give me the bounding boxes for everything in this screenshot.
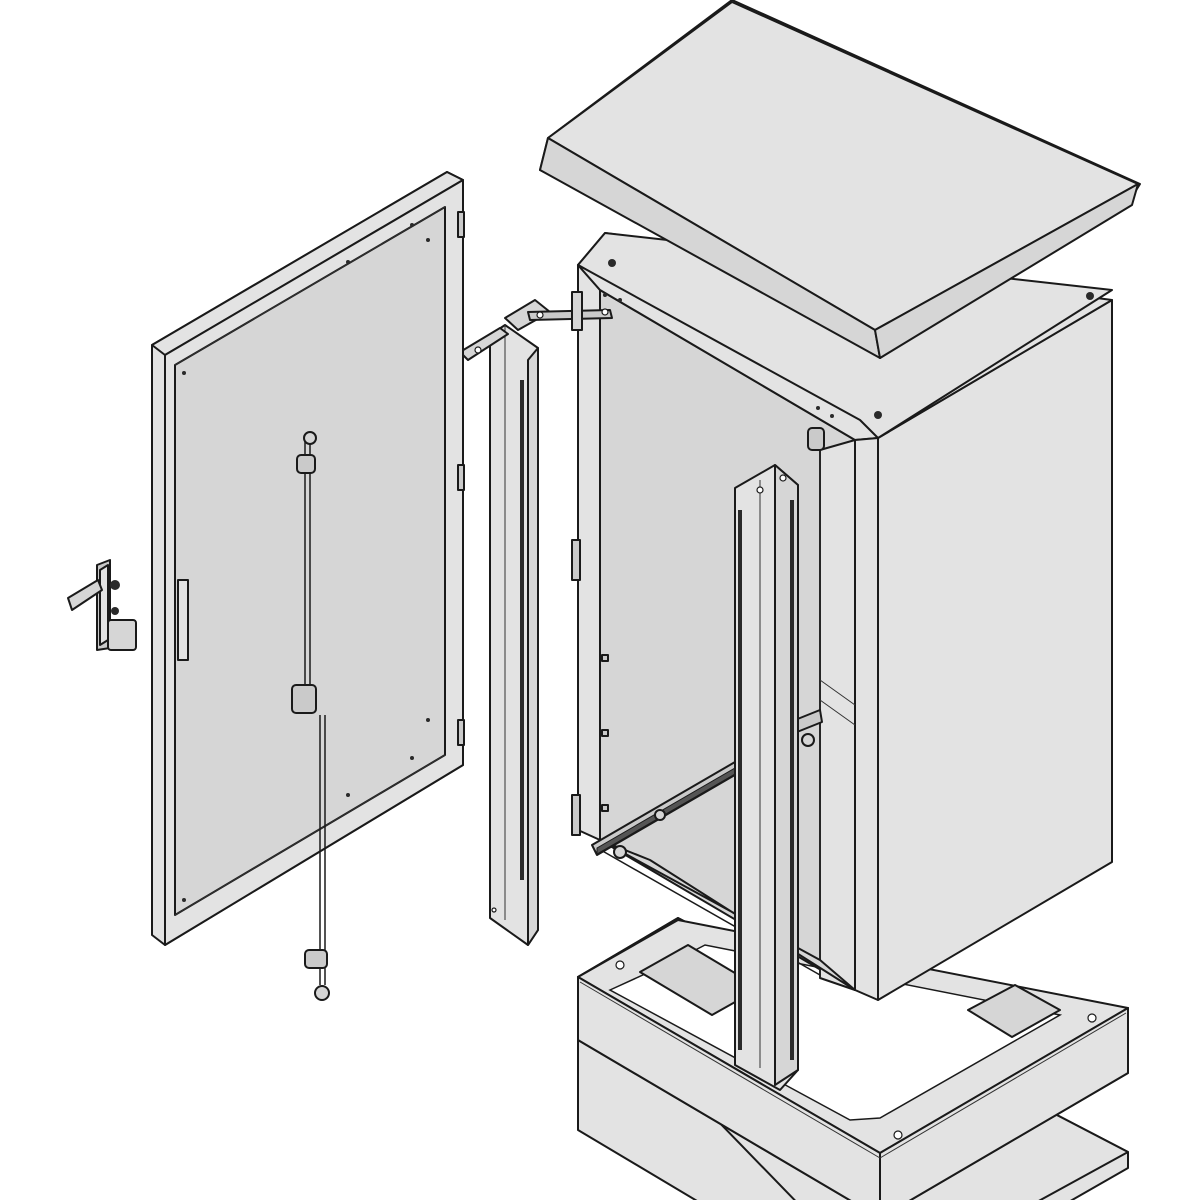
rail-right	[734, 464, 799, 1091]
plinth-frame	[577, 919, 1129, 1200]
roof	[539, 0, 1141, 359]
rail-left	[489, 324, 539, 946]
rail-bracket	[459, 291, 613, 361]
locking-rod	[291, 431, 330, 1001]
lock-insert	[67, 559, 137, 651]
door	[151, 171, 465, 946]
cabinet-body	[571, 232, 1113, 1001]
